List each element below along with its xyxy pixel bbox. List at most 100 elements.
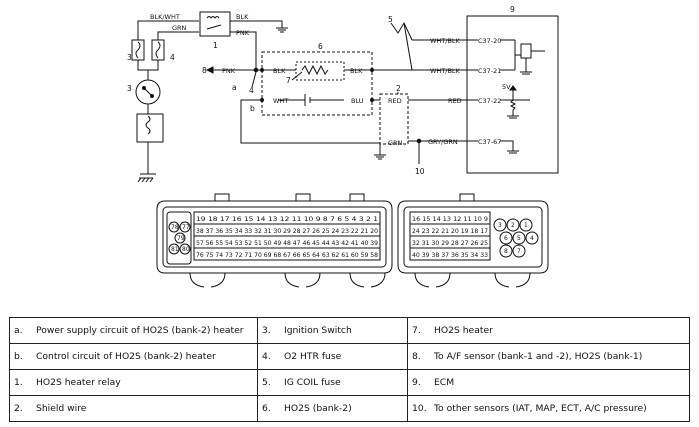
legend-key: b. <box>14 351 23 362</box>
connector-left-latch <box>349 272 386 288</box>
arrow-to-8 <box>205 66 214 74</box>
relay-coil <box>206 16 220 19</box>
terminal-c37-20: C37-20 <box>478 37 501 45</box>
label-pnk-left: PNK <box>222 67 236 75</box>
pin-78 <box>168 221 180 233</box>
legend-key: 4. <box>262 351 271 362</box>
terminal-mark <box>370 68 374 72</box>
fuse-3-element <box>135 41 141 59</box>
wire-fuse-join <box>137 60 159 71</box>
label-blk-top: BLK <box>236 13 249 21</box>
legend-key: 8. <box>412 351 421 362</box>
pin-label-r2: 2 <box>511 222 515 229</box>
label-blk-wht: BLK/WHT <box>150 13 180 21</box>
legend-text: IG COIL fuse <box>284 377 341 388</box>
ground-hatch <box>145 177 150 183</box>
right-row-4: 40 39 38 37 36 35 34 33 <box>412 252 488 259</box>
ho2s-bank2-outline <box>261 51 373 116</box>
pin-r2 <box>506 218 520 232</box>
pin-label-80: 80 <box>182 246 190 253</box>
ecm-resistor <box>509 99 517 111</box>
label-wht-blk-2: WHT/BLK <box>430 67 461 75</box>
pin-label-78: 78 <box>171 224 179 231</box>
legend-key: 10. <box>412 403 427 414</box>
pin-r3 <box>493 218 507 232</box>
pin-label-77: 77 <box>182 224 190 231</box>
pin-r1 <box>519 218 533 232</box>
pin-r4 <box>525 231 539 245</box>
leader-4 <box>251 71 257 88</box>
connector-left-round-area <box>166 211 192 265</box>
legend-text: Shield wire <box>36 403 87 414</box>
pin-label-r8: 8 <box>504 248 508 255</box>
connector-right-latch <box>494 272 531 288</box>
callout-9: 9 <box>510 5 515 14</box>
connector-left-latch <box>189 272 226 288</box>
terminal-mark <box>260 98 264 102</box>
legend-cell: 1.HO2S heater relay <box>9 369 258 396</box>
pin-79 <box>174 232 186 244</box>
pin-r8 <box>499 244 513 258</box>
right-row-2: 24 23 22 21 20 19 18 17 <box>412 228 488 235</box>
legend-cell: 8. To A/F sensor (bank-1 and -2), HO2S (b… <box>407 343 690 370</box>
ground-hatch <box>137 177 142 183</box>
legend-key: a. <box>14 325 23 336</box>
legend-row: b. Control circuit of HO2S (bank-2) heate… <box>9 343 690 370</box>
wire-pnk-top <box>230 31 257 70</box>
legend-cell: 6.HO2S (bank-2) <box>257 395 408 422</box>
pin-label-81: 81 <box>171 246 179 253</box>
connector-left-tab <box>349 193 365 202</box>
legend-row: a. Power supply circuit of HO2S (bank-2) … <box>9 317 690 344</box>
heater-outline <box>295 61 345 81</box>
relay-switch <box>206 24 222 30</box>
ecm-connectors <box>156 193 549 288</box>
legend-cell: 4.O2 HTR fuse <box>257 343 408 370</box>
legend-text: Control circuit of HO2S (bank-2) heater <box>36 351 216 362</box>
main-fuse-element <box>145 115 151 135</box>
wire-wht <box>240 99 380 144</box>
pin-label-79: 79 <box>177 235 185 242</box>
label-grn: GRN <box>172 24 187 32</box>
connector-left-tab <box>295 193 311 202</box>
connector-right-latch <box>414 272 451 288</box>
callout-a: a <box>232 83 237 92</box>
pin-label-r6: 6 <box>504 235 508 242</box>
splice-point <box>416 138 422 144</box>
legend-text: Power supply circuit of HO2S (bank-2) he… <box>36 325 244 336</box>
pin-81 <box>168 243 180 255</box>
pin-r5 <box>512 231 526 245</box>
legend-text: To other sensors (IAT, MAP, ECT, A/C pre… <box>434 403 647 414</box>
label-grn-small: GRN <box>388 139 403 147</box>
label-gry-grn: GRY/GRN <box>428 138 458 146</box>
connector-right-inner <box>403 206 543 268</box>
callout-4-splice: 4 <box>249 86 254 95</box>
leader-5 <box>390 21 413 41</box>
legend-cell: a. Power supply circuit of HO2S (bank-2) … <box>9 317 258 344</box>
legend-cell: 2.Shield wire <box>9 395 258 422</box>
callout-3: 3 <box>127 53 132 62</box>
main-fuse-box <box>136 113 164 143</box>
callout-2: 2 <box>396 84 401 93</box>
ecm-5v-arrow <box>509 85 517 91</box>
heater-relay <box>199 11 231 37</box>
wire-grn <box>157 31 199 40</box>
legend-text: To A/F sensor (bank-1 and -2), HO2S (ban… <box>434 351 643 362</box>
connector-left-housing <box>156 200 393 274</box>
legend-key: 3. <box>262 325 271 336</box>
legend-cell: 9.ECM <box>407 369 690 396</box>
callout-5: 5 <box>388 15 393 24</box>
callout-6: 6 <box>318 42 323 51</box>
legend-text: ECM <box>434 377 455 388</box>
leader-7 <box>291 71 303 81</box>
legend-cell: 7.HO2S heater <box>407 317 690 344</box>
wiring-diagram: BLK/WHT BLK GRN PNK PNK BLK BLK WHT BLU … <box>127 5 559 288</box>
schematic-labels: BLK/WHT BLK GRN PNK PNK BLK BLK WHT BLU … <box>127 5 515 176</box>
label-blk-heater: BLK <box>273 67 286 75</box>
terminal-mark <box>260 68 264 72</box>
callout-8: 8 <box>202 66 207 75</box>
ecm-box <box>466 15 559 174</box>
label-wht-blk-1: WHT/BLK <box>430 37 461 45</box>
ecm-internal <box>500 140 514 151</box>
right-row-1: 16 15 14 13 12 11 10 9 <box>412 216 488 223</box>
pin-label-r1: 1 <box>524 222 528 229</box>
